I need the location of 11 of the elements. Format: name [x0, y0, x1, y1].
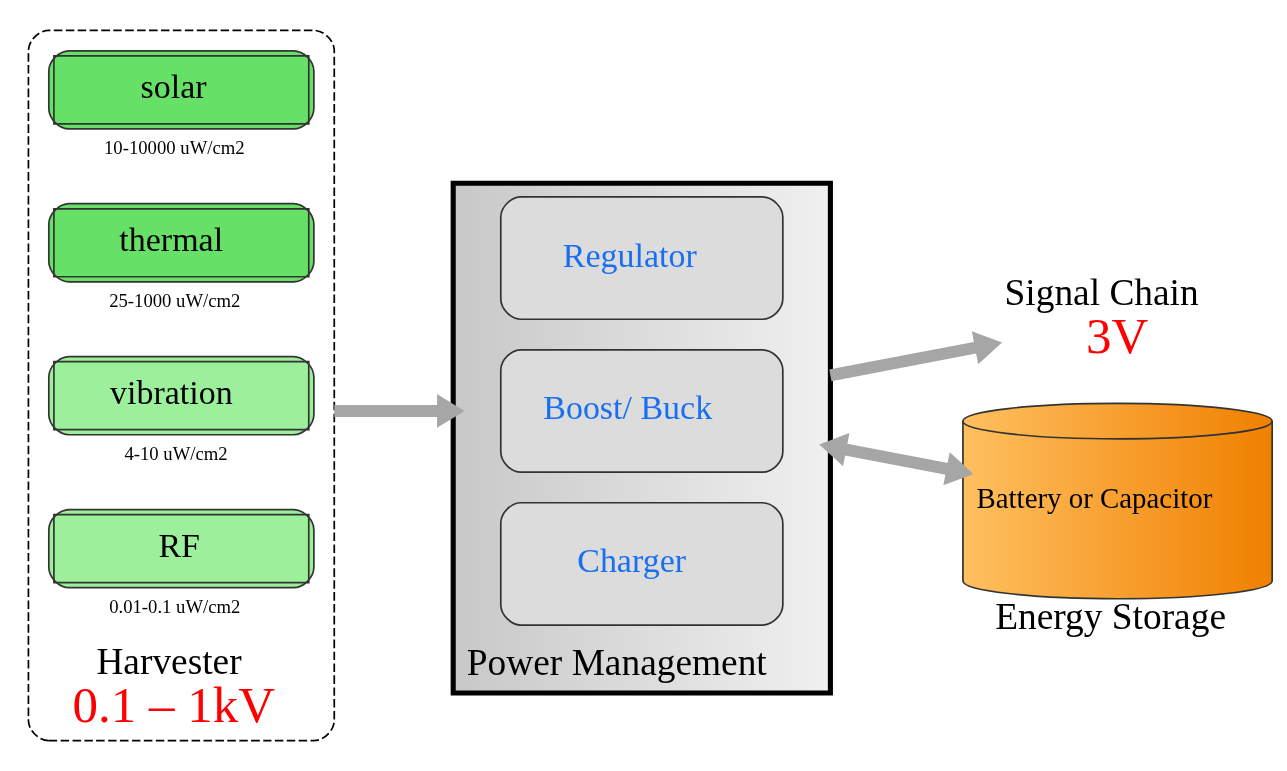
node-label: 0.01-0.1 uW/cm2	[109, 595, 241, 617]
node-text: Signal Chain 3V	[1004, 271, 1199, 365]
node-label: 25-1000 uW/cm2	[109, 290, 241, 311]
node-box: Boost/ Buck	[499, 348, 784, 473]
node-box: Charger	[499, 501, 784, 626]
node-box: Regulator	[499, 196, 784, 321]
node-label: 4-10 uW/cm2	[124, 442, 228, 464]
arrow	[829, 331, 1003, 382]
arrow	[819, 433, 974, 486]
node-label: 10-10000 uW/cm2	[104, 137, 245, 159]
arrow	[334, 394, 465, 428]
